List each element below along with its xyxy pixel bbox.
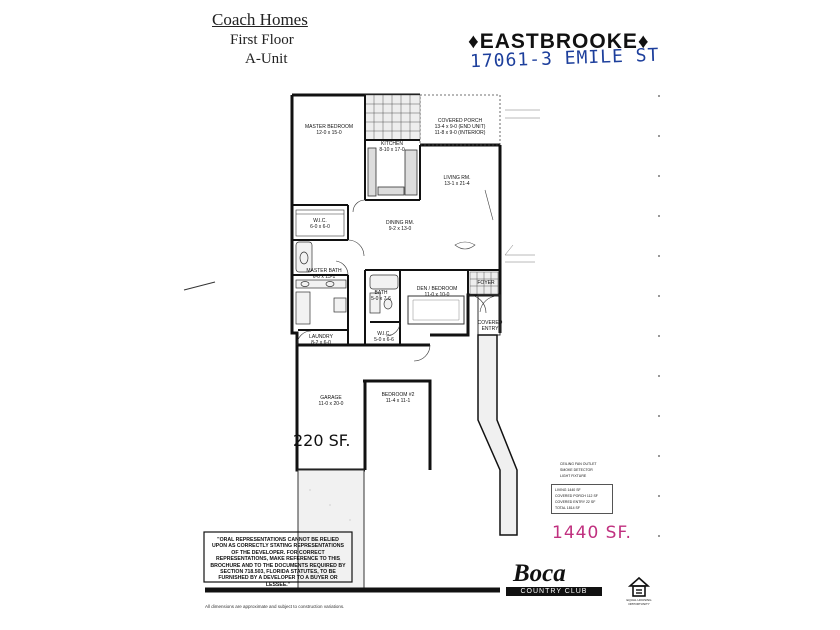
legend-item: LIGHT FIXTURE: [560, 474, 587, 478]
room-covered-porch: COVERED PORCH 13-4 x 9-0 (END UNIT) 11-8…: [422, 118, 498, 136]
room-master-bath: MASTER BATH 6-0 x 13-1: [304, 268, 344, 280]
room-wic: W.I.C. 6-0 x 6-0: [300, 218, 340, 230]
room-living: LIVING RM. 13-1 x 21-4: [428, 175, 486, 187]
room-size: 6-0 x 13-1: [312, 274, 336, 280]
room-wic-2: W.I.C. 5-0 x 6-6: [368, 331, 400, 343]
callout-lines: [504, 109, 540, 263]
room-name: W.I.C.: [377, 331, 391, 337]
floor-label: First Floor: [230, 32, 294, 48]
room-size: 13-4 x 9-0 (END UNIT): [434, 124, 486, 130]
room-name: KITCHEN: [381, 141, 403, 147]
room-size: 11-4 x 11-1: [385, 398, 411, 404]
area-row: COVERED PORCH 112 SF: [555, 494, 598, 498]
legend-item: CEILING FAN OUTLET: [560, 462, 597, 466]
room-name: FOYER: [477, 280, 495, 286]
patio-tile: [364, 94, 421, 141]
equal-housing-label: EQUAL HOUSING OPPORTUNITY: [626, 598, 652, 606]
driveway-texture: [309, 489, 351, 576]
room-laundry: LAUNDRY 8-2 x 6-0: [300, 334, 342, 346]
closet-shelves: [295, 209, 345, 237]
room-size: 9-2 x 13-0: [388, 226, 412, 232]
handwritten-garage-sf: 220 SF.: [293, 431, 351, 450]
room-size: 6-0 x 6-0: [310, 224, 330, 230]
room-size: 13-1 x 21-4: [444, 181, 470, 187]
room-name: BATH: [374, 290, 388, 296]
unit-label: A-Unit: [245, 51, 288, 67]
room-name: MASTER BEDROOM: [304, 124, 354, 130]
room-name: COVERED ENTRY: [477, 320, 503, 332]
door-swings: [296, 199, 487, 362]
den-closet: [407, 295, 465, 325]
area-table: LIVING 1440 SF COVERED PORCH 112 SF COVE…: [551, 484, 613, 514]
room-name: DEN / BEDROOM: [416, 286, 458, 292]
room-name: LAUNDRY: [309, 334, 333, 340]
area-row: LIVING 1440 SF: [555, 488, 581, 492]
room-size: 8-2 x 6-0: [311, 340, 331, 346]
room-name: LIVING RM.: [443, 175, 471, 181]
equal-housing-icon: [627, 576, 651, 597]
disclaimer-text: "ORAL REPRESENTATIONS CANNOT BE RELIED U…: [210, 537, 346, 588]
room-den: DEN / BEDROOM 11-0 x 10-0: [410, 286, 464, 298]
room-name: DINING RM.: [385, 220, 415, 226]
brochure-title: Coach Homes: [212, 10, 308, 29]
brand-name: ♦EASTBROOKE♦: [468, 30, 650, 53]
room-name: MASTER BATH: [306, 268, 342, 274]
room-size: 11-0 x 10-0: [424, 292, 450, 298]
footnote: All dimensions are approximate and subje…: [205, 604, 345, 609]
driveway: [297, 469, 365, 589]
room-master-bedroom: MASTER BEDROOM 12-0 x 15-0: [300, 124, 358, 136]
boca-logo-wordmark: Boca: [513, 560, 566, 587]
area-row: COVERED ENTRY 22 SF: [555, 500, 596, 504]
interior-walls: [292, 95, 500, 345]
walkway: [477, 334, 518, 536]
room-foyer: FOYER: [476, 280, 496, 286]
legend-item: SMOKE DETECTOR: [560, 468, 593, 472]
foyer-tile: [469, 271, 499, 295]
covered-porch-outline: [419, 94, 501, 146]
room-name: COVERED PORCH: [437, 118, 483, 124]
room-size: 12-0 x 15-0: [316, 130, 342, 136]
room-bedroom-2: BEDROOM #2 11-4 x 11-1: [370, 392, 426, 404]
room-dining: DINING RM. 9-2 x 13-0: [374, 220, 426, 232]
room-size: 11-8 x 9-0 (INTERIOR): [434, 130, 486, 136]
room-size: 8-10 x 17-0: [379, 147, 405, 153]
room-name: BEDROOM #2: [381, 392, 415, 398]
bath-fixtures: [295, 241, 399, 325]
room-garage: GARAGE 11-0 x 20-0: [306, 395, 356, 407]
scan-marks: [658, 95, 660, 537]
room-kitchen: KITCHEN 8-10 x 17-0: [366, 141, 418, 153]
room-size: 11-0 x 20-0: [318, 401, 344, 407]
room-size: 5-0 x 7-6: [371, 296, 391, 302]
boca-logo-subtitle: COUNTRY CLUB: [506, 587, 602, 596]
room-name: W.I.C.: [313, 218, 327, 224]
kitchen-cabinets: [367, 147, 418, 197]
area-row: TOTAL 1814 SF: [555, 506, 581, 510]
handwritten-total-sf: 1440 SF.: [552, 523, 632, 543]
room-covered-entry: COVERED ENTRY: [476, 320, 504, 332]
disclaimer-box: [203, 531, 353, 583]
room-size: 5-0 x 6-6: [374, 337, 394, 343]
room-name: GARAGE: [320, 395, 342, 401]
room-bath: BATH 5-0 x 7-6: [366, 290, 396, 302]
